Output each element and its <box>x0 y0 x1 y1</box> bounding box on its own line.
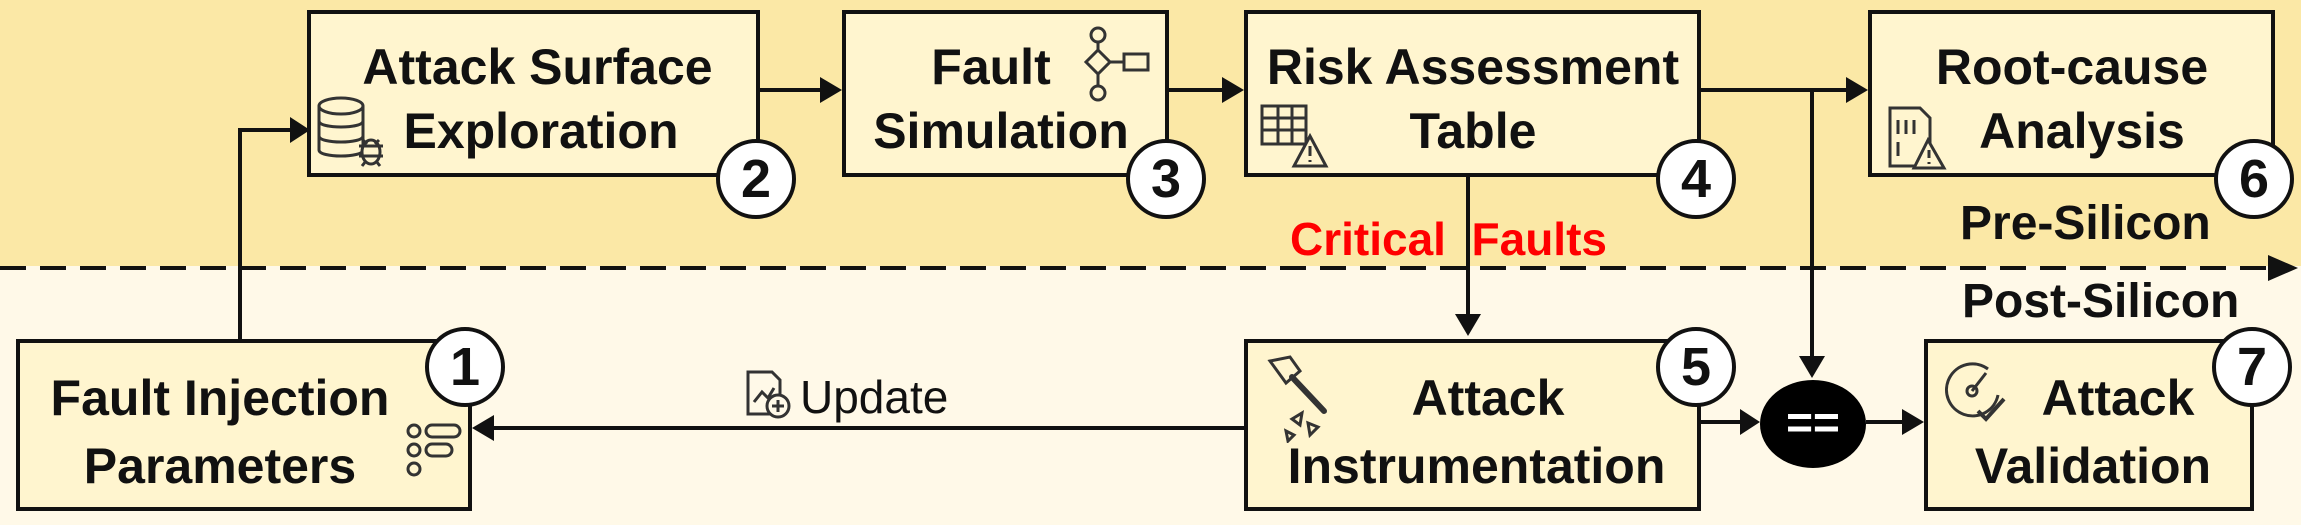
step-badge-3: 3 <box>1126 139 1206 219</box>
hammer-shards-icon <box>1267 355 1327 443</box>
table-warning-icon <box>1260 104 1329 168</box>
box-6-line1: Root-cause <box>1935 39 2209 95</box>
gauge-check-icon <box>1945 362 2006 422</box>
box-2-line1: Attack Surface <box>362 39 713 95</box>
critical-faults-label: Critical Faults <box>1290 213 1607 265</box>
chart-add-icon <box>746 370 791 419</box>
box-7-line2: Validation <box>1974 438 2212 494</box>
compare-symbol: == <box>1786 396 1840 448</box>
step-badge-1: 1 <box>425 327 505 407</box>
pre-silicon-label: Pre-Silicon <box>1960 197 2211 250</box>
step-badge-4: 4 <box>1656 139 1736 219</box>
box-3-line1: Fault <box>931 39 1051 95</box>
list-settings-icon <box>406 423 462 477</box>
step-badge-7: 7 <box>2212 327 2292 407</box>
box-risk-assessment-table: Risk Assessment Table <box>1244 10 1701 177</box>
divider-arrowhead <box>2268 255 2298 281</box>
box-fault-simulation: Fault Simulation <box>842 10 1169 177</box>
compare-node: == <box>1760 380 1866 468</box>
post-silicon-label: Post-Silicon <box>1962 275 2240 328</box>
box-root-cause-analysis: Root-cause Analysis <box>1868 10 2275 177</box>
step-badge-5: 5 <box>1656 327 1736 407</box>
box-2-line2: Exploration <box>403 103 679 159</box>
box-5-line2: Instrumentation <box>1287 438 1666 494</box>
box-5-line1: Attack <box>1411 370 1565 426</box>
box-attack-validation: Attack Validation <box>1924 339 2254 511</box>
box-3-line2: Simulation <box>873 103 1129 159</box>
box-4-line1: Risk Assessment <box>1266 39 1680 95</box>
box-fault-injection-parameters: Fault Injection Parameters <box>16 339 472 511</box>
box-4-line2: Table <box>1409 103 1537 159</box>
box-7-line1: Attack <box>2041 370 2195 426</box>
update-label: Update <box>800 371 949 423</box>
box-6-line2: Analysis <box>1979 103 2185 159</box>
step-badge-6: 6 <box>2214 139 2294 219</box>
box-1-line1: Fault Injection <box>50 370 390 426</box>
box-attack-surface-exploration: Attack Surface Exploration <box>307 10 760 177</box>
flowchart-icon <box>1083 26 1150 102</box>
arrow-1-to-2 <box>238 128 296 340</box>
database-bug-icon <box>317 96 383 167</box>
box-attack-instrumentation: Attack Instrumentation <box>1244 339 1701 511</box>
binary-warning-icon <box>1888 106 1947 170</box>
step-badge-2: 2 <box>716 139 796 219</box>
box-1-line2: Parameters <box>83 438 357 494</box>
